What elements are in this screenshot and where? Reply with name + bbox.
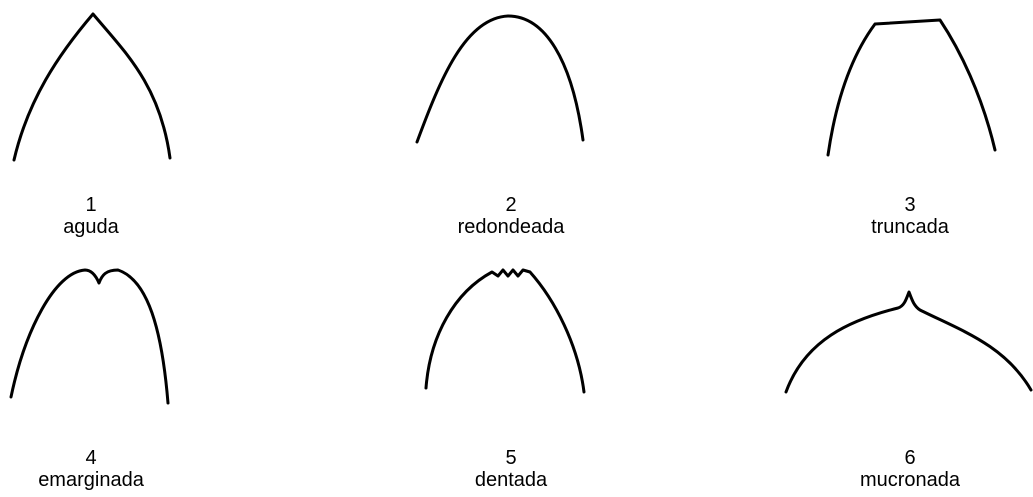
apex-shape-dentada xyxy=(424,268,586,394)
shape-name: truncada xyxy=(871,216,949,238)
shape-name: aguda xyxy=(63,216,119,238)
shape-label-3: 3 truncada xyxy=(800,194,1020,238)
shape-label-6: 6 mucronada xyxy=(800,447,1020,491)
apex-shape-emarginada xyxy=(9,268,170,405)
shape-number: 3 xyxy=(904,194,916,216)
apex-shape-redondeada xyxy=(415,14,585,144)
shape-name: redondeada xyxy=(457,216,565,238)
shape-name: mucronada xyxy=(859,469,961,491)
shape-number: 2 xyxy=(505,194,517,216)
apex-shape-mucronada xyxy=(784,290,1033,394)
shape-label-5: 5 dentada xyxy=(401,447,621,491)
shape-label-1: 1 aguda xyxy=(0,194,201,238)
shape-label-2: 2 redondeada xyxy=(401,194,621,238)
shape-number: 5 xyxy=(505,447,517,469)
shape-number: 6 xyxy=(904,447,916,469)
shape-number: 4 xyxy=(85,447,97,469)
shape-number: 1 xyxy=(85,194,97,216)
shape-name: emarginada xyxy=(38,469,144,491)
apex-shape-aguda xyxy=(12,12,172,162)
apex-shape-truncada xyxy=(826,18,997,157)
shape-name: dentada xyxy=(474,469,548,491)
shape-label-4: 4 emarginada xyxy=(0,447,201,491)
